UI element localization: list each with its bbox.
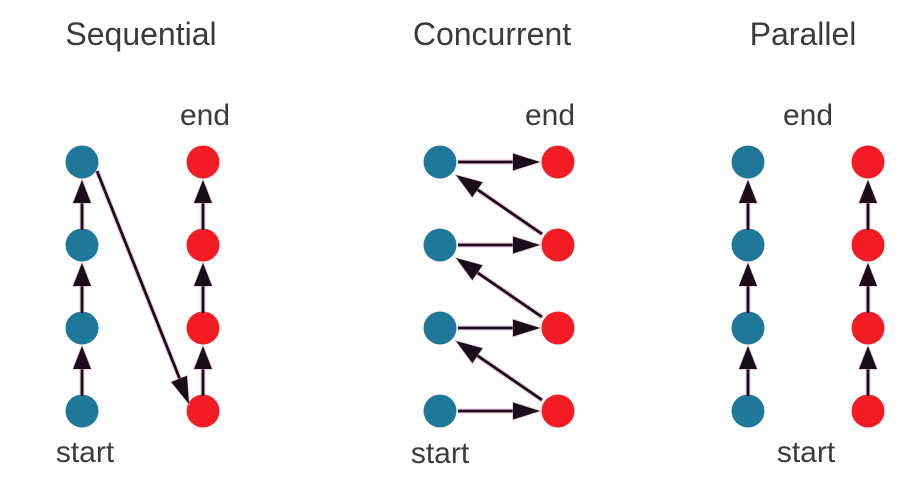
task-b-node (186, 228, 220, 262)
up-arrow (859, 346, 877, 396)
right-arrow (458, 154, 540, 171)
panel-title-concurrent: Concurrent (412, 16, 572, 52)
right-arrow (458, 237, 540, 254)
task-a-node (731, 228, 765, 262)
task-b-node (541, 311, 575, 345)
task-b-node (851, 145, 885, 179)
panel-title-sequential: Sequential (65, 16, 217, 52)
end-label-parallel: end (782, 99, 834, 132)
back-arrow (456, 341, 542, 400)
task-b-node (541, 394, 575, 428)
up-arrow (739, 346, 757, 396)
up-arrow (739, 180, 757, 230)
up-arrow (73, 263, 91, 313)
task-a-node (423, 394, 457, 428)
task-b-node (851, 311, 885, 345)
task-a-node (65, 311, 99, 345)
up-arrow (194, 263, 212, 313)
task-a-node (65, 394, 99, 428)
sequential-diagram (65, 145, 220, 428)
end-label-concurrent: end (524, 99, 576, 132)
concurrent-diagram (423, 145, 575, 428)
end-label-sequential: end (179, 99, 231, 132)
task-a-node (731, 311, 765, 345)
back-arrow (456, 175, 542, 234)
up-arrow (73, 180, 91, 230)
back-arrow (456, 258, 542, 317)
up-arrow (739, 263, 757, 313)
task-a-node (423, 145, 457, 179)
parallel-diagram (731, 145, 885, 428)
up-arrow (859, 263, 877, 313)
start-label-parallel: start (776, 436, 836, 469)
task-a-node (731, 394, 765, 428)
task-b-node (541, 145, 575, 179)
handoff-arrow (94, 170, 190, 407)
up-arrow (859, 180, 877, 230)
task-a-node (65, 228, 99, 262)
up-arrow (194, 346, 212, 396)
up-arrow (73, 346, 91, 396)
task-b-node (851, 394, 885, 428)
right-arrow (458, 320, 540, 337)
task-a-node (423, 311, 457, 345)
task-a-node (65, 145, 99, 179)
task-b-node (186, 145, 220, 179)
start-label-sequential: start (55, 436, 115, 469)
start-label-concurrent: start (410, 437, 470, 470)
task-b-node (186, 311, 220, 345)
task-b-node (851, 228, 885, 262)
task-a-node (731, 145, 765, 179)
panel-title-parallel: Parallel (749, 16, 857, 52)
task-a-node (423, 228, 457, 262)
task-b-node (186, 394, 220, 428)
right-arrow (458, 403, 540, 420)
up-arrow (194, 180, 212, 230)
task-b-node (541, 228, 575, 262)
